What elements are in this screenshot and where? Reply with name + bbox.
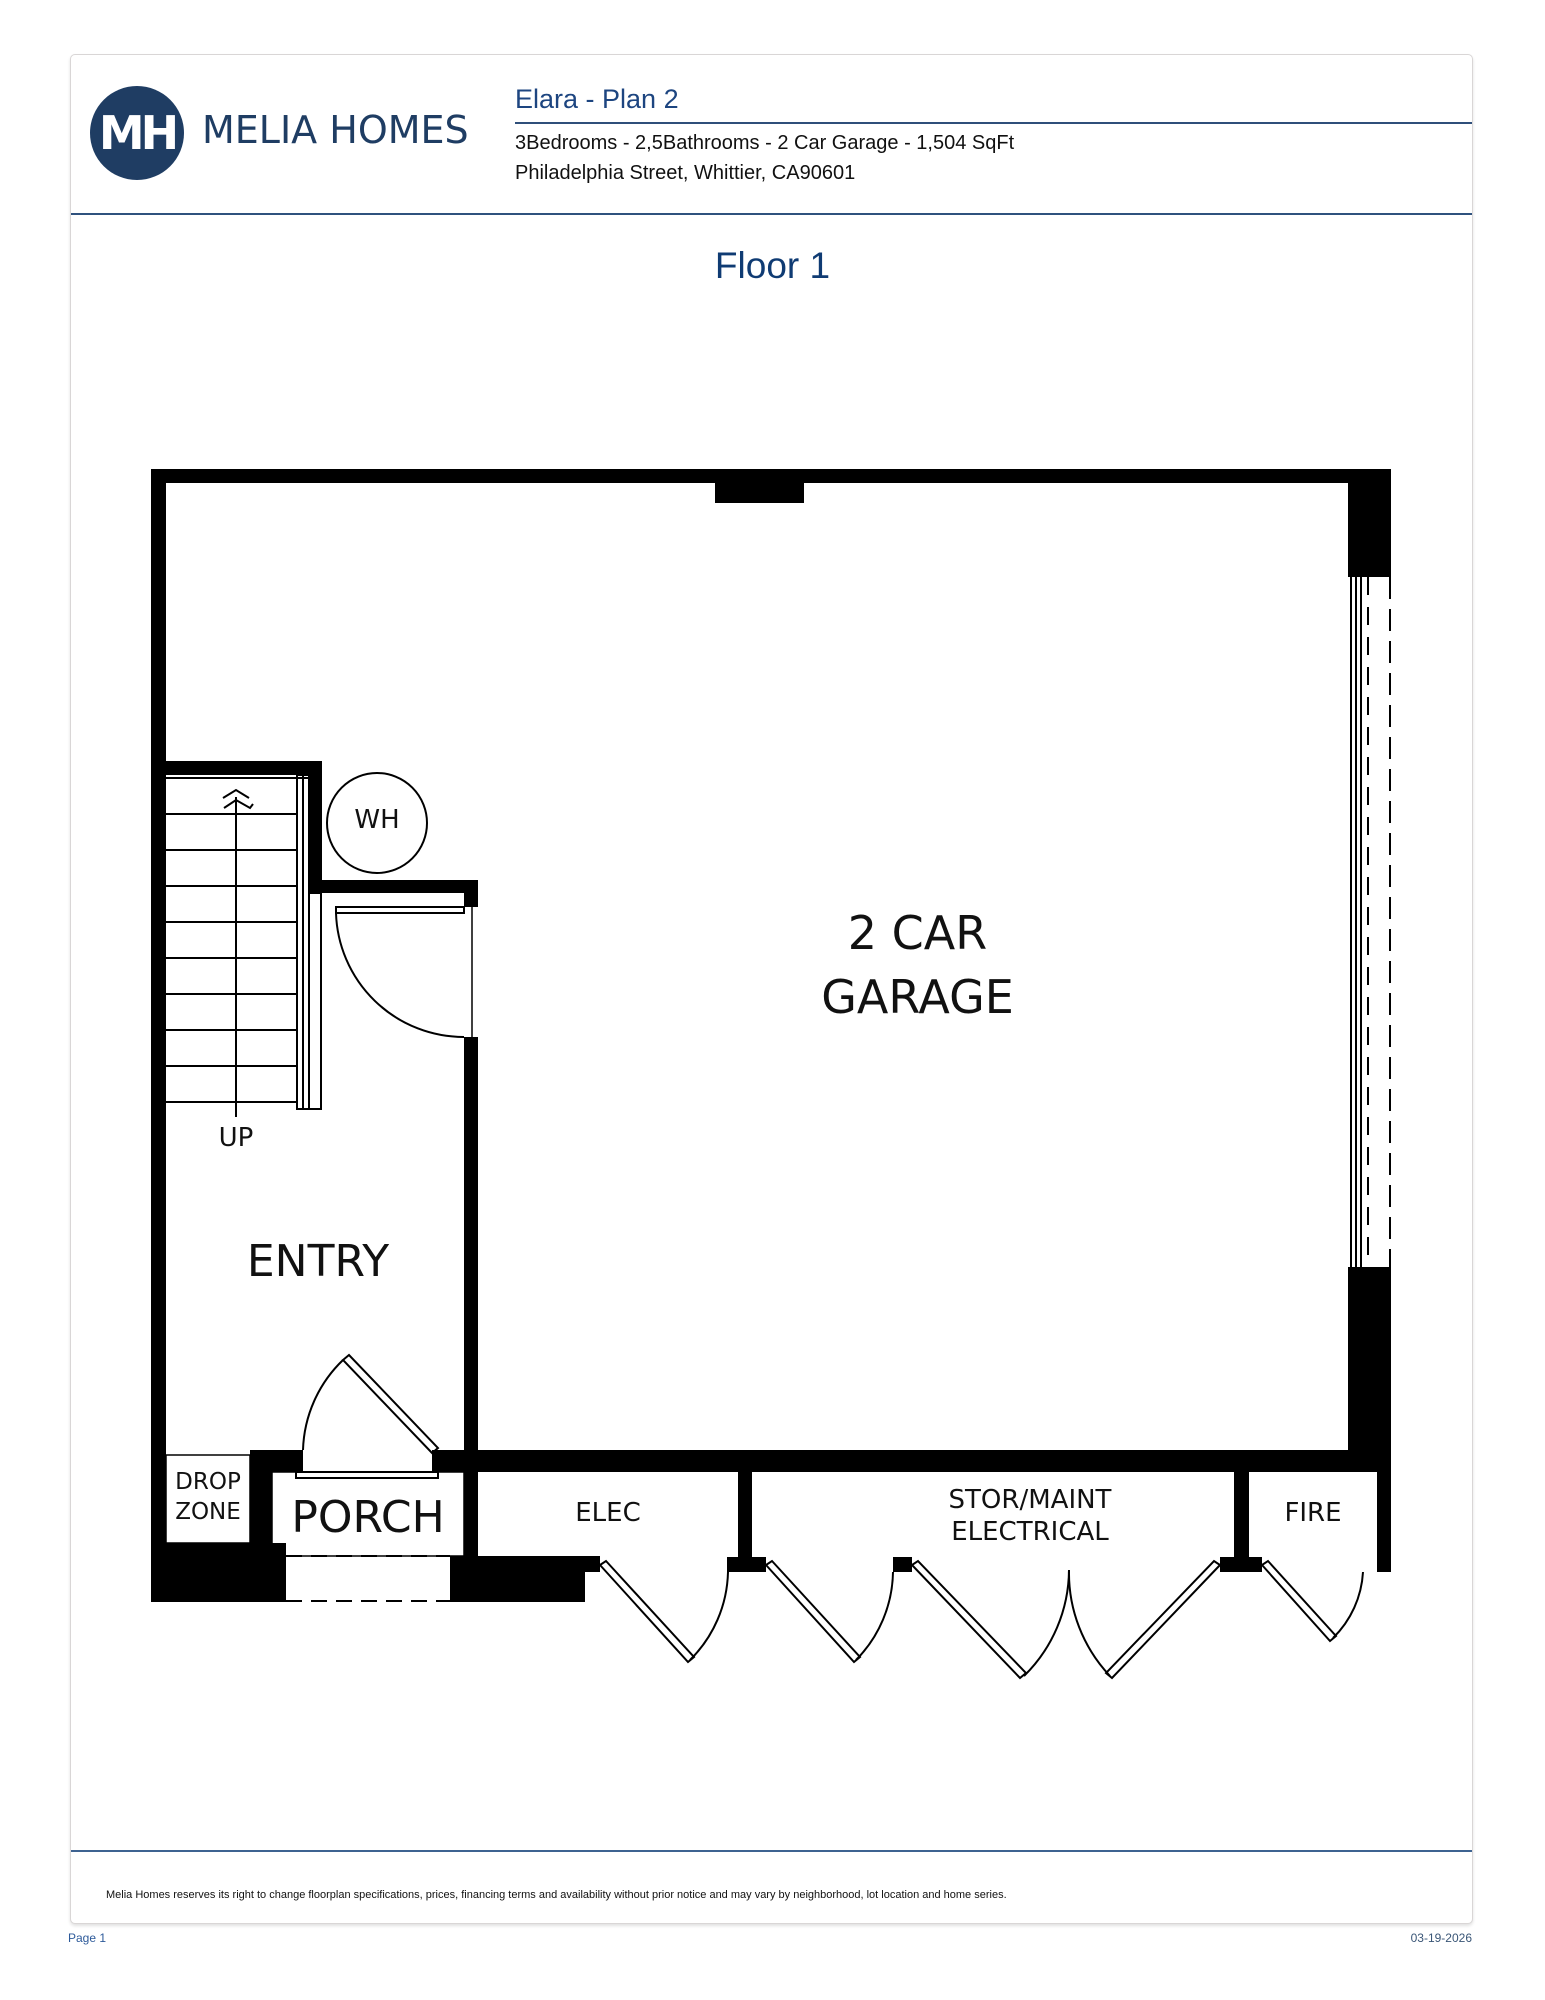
room-label-elec: ELEC <box>575 1498 641 1528</box>
print-date: 03-19-2026 <box>1410 1931 1472 1945</box>
room-label-fire: FIRE <box>1284 1498 1342 1528</box>
wall-entry-right-stub <box>464 880 478 907</box>
plan-specs: 3Bedrooms - 2,5Bathrooms - 2 Car Garage … <box>515 132 1015 154</box>
water-heater-icon <box>326 772 428 874</box>
header-divider <box>71 213 1472 215</box>
room-label-stor-maint: STOR/MAINT <box>948 1485 1112 1515</box>
wall-left <box>151 469 166 1602</box>
wall-right-top-pier <box>1348 469 1391 577</box>
logo-circle-icon <box>90 86 184 180</box>
room-label-drop-zone-line2: ZONE <box>175 1499 241 1525</box>
logo-monogram: MH <box>98 106 179 160</box>
garage-door <box>1350 577 1391 1267</box>
front-door <box>295 1353 440 1479</box>
room-label-garage-line1: 2 CAR <box>847 906 988 960</box>
plan-title: Elara - Plan 2 <box>515 84 679 114</box>
page-number: Page 1 <box>68 1931 107 1945</box>
floor-title: Floor 1 <box>714 245 831 286</box>
plan-address: Philadelphia Street, Whittier, CA90601 <box>515 162 856 184</box>
disclaimer-text: Melia Homes reserves its right to change… <box>106 1889 1007 1901</box>
wall-fire-divider <box>1234 1465 1249 1572</box>
room-label-electrical: ELECTRICAL <box>951 1517 1109 1547</box>
logo-wordmark: MELIA HOMES <box>202 108 469 152</box>
stairs <box>166 774 322 1117</box>
garage-entry-door <box>335 906 473 1038</box>
wall-right-bottom-pier <box>1348 1267 1391 1467</box>
wall-entry-right <box>464 1037 478 1572</box>
stairs-up-label: UP <box>218 1123 254 1153</box>
wall-bottom-left <box>151 1543 286 1602</box>
footer-divider <box>71 1850 1472 1852</box>
room-label-garage-line2: GARAGE <box>821 970 1014 1024</box>
wall-garage-bottom <box>432 1450 1391 1472</box>
wall-notch <box>715 469 804 503</box>
wall-entry-top <box>309 880 478 893</box>
wall-elec-divider <box>738 1465 752 1572</box>
wall-stair-right <box>309 761 322 893</box>
room-label-porch: PORCH <box>291 1492 445 1543</box>
fixture-water-heater-label: WH <box>354 805 400 835</box>
closet-doors <box>598 1559 1364 1680</box>
wall-right-closet <box>1377 1450 1391 1572</box>
melia-homes-logo: MH MELIA HOMES <box>88 84 498 184</box>
room-label-drop-zone-line1: DROP <box>175 1469 241 1495</box>
wall-stair-top <box>151 761 322 775</box>
title-divider <box>515 122 1472 124</box>
room-label-entry: ENTRY <box>246 1236 390 1287</box>
